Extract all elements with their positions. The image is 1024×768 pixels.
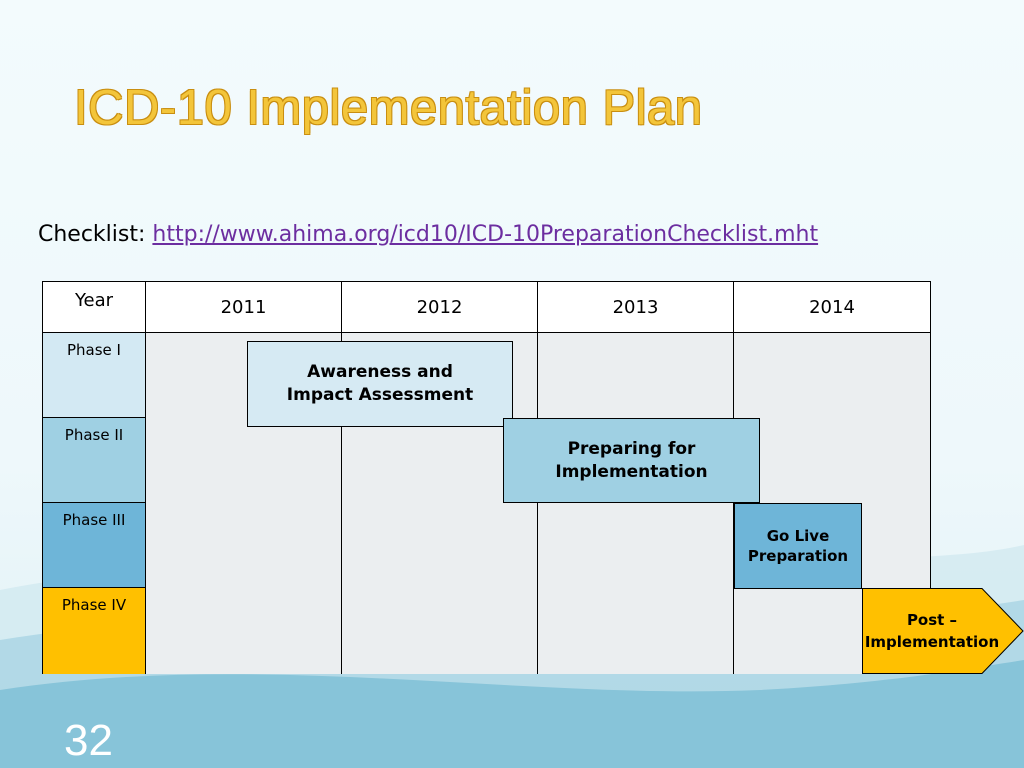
phase-3-cell: Phase III [43,503,146,588]
phase-box-awareness: Awareness and Impact Assessment [247,341,513,427]
phase-box-awareness-label: Awareness and Impact Assessment [286,362,474,405]
slide-title: ICD-10 Implementation Plan [74,81,703,135]
timeline-table: Year 2011 2012 2013 2014 Phase I Phase I… [42,281,931,674]
col-2013-body [538,333,734,674]
header-year: Year [43,282,146,333]
header-2013: 2013 [538,282,734,333]
header-2011: 2011 [146,282,342,333]
header-2014: 2014 [734,282,930,333]
checklist-label: Checklist: [38,222,146,247]
header-2012: 2012 [342,282,538,333]
phase-1-cell: Phase I [43,333,146,418]
phase-box-preparing-label: Preparing for Implementation [555,438,708,482]
phase-box-go-live-label: Go Live Preparation [747,526,849,565]
post-implementation-label: Post – Implementation [864,610,1000,652]
checklist-link[interactable]: http://www.ahima.org/icd10/ICD-10Prepara… [152,222,819,247]
phase-box-preparing: Preparing for Implementation [503,418,760,503]
phase-box-go-live: Go Live Preparation [734,503,862,589]
phase-4-cell: Phase IV [43,588,146,674]
post-implementation-arrow [862,588,1024,674]
checklist-line: Checklist: http://www.ahima.org/icd10/IC… [38,222,818,247]
slide-number: 32 [64,716,113,765]
phase-2-cell: Phase II [43,418,146,503]
